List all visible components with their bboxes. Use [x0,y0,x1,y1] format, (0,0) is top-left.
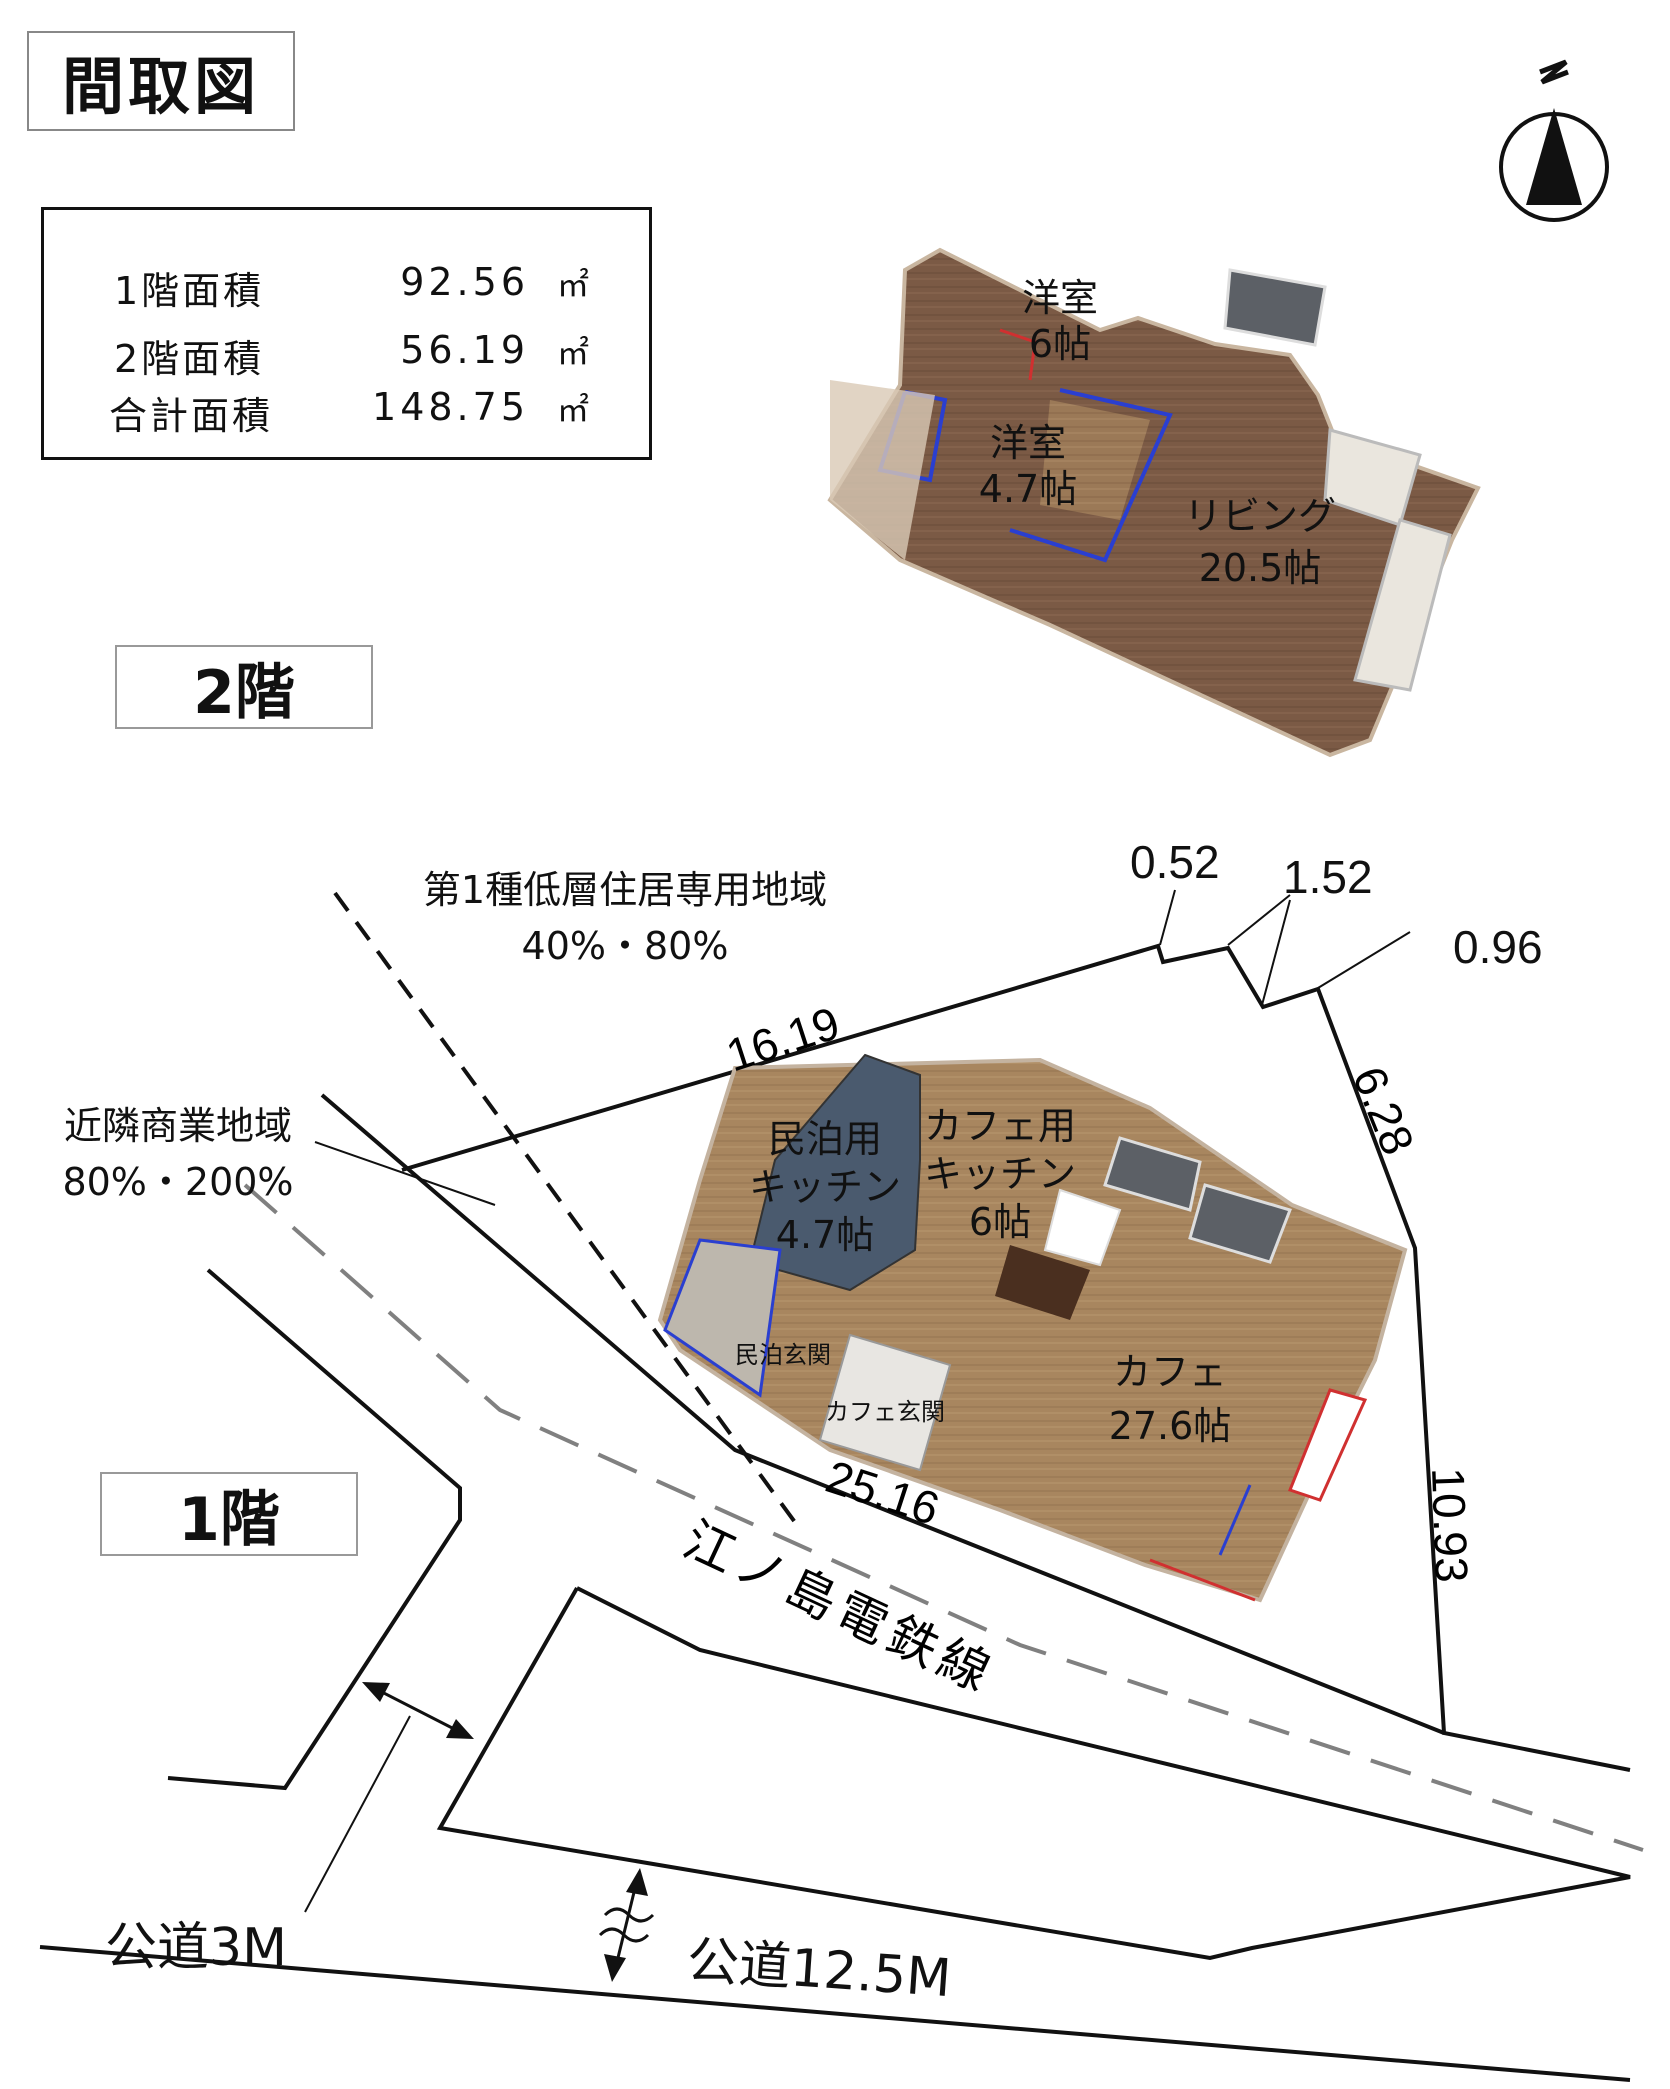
area-unit: ㎡ [556,334,589,372]
floor2-red-wall [999,328,1037,381]
room-size: 4.7帖 [775,1213,875,1257]
room-size: 27.6帖 [1108,1404,1232,1448]
area-label: 合計面積 [109,394,274,438]
dimension-10-93: 10.93 [1422,1467,1478,1584]
floor1-minpaku-room [663,1238,782,1398]
area-value: 148.75 [372,385,529,429]
room-name: 民泊用 [767,1117,882,1161]
site-boundary-south [320,1093,1445,1735]
room-name: キッチン [923,1152,1076,1196]
zoning-name: 第1種低層住居専用地域 [422,868,828,912]
floor2-corridor [1040,400,1150,520]
area-unit: ㎡ [556,391,589,429]
zoning-ratio: 40%・80% [521,924,729,968]
floor1-minpaku-kitchen [748,1053,921,1292]
floor1-cafe-entrance [818,1333,952,1472]
area-label: 2階面積 [114,337,265,381]
room-name: カフェ用 [923,1104,1076,1148]
dimension-1-52: 1.52 [1283,851,1373,903]
floor2-balcony-2 [1353,518,1452,692]
room-size: 6帖 [1028,322,1092,366]
road-12-5m-width-arrow [598,1868,655,1982]
area-row-total: 合計面積 148.75 ㎡ [44,385,649,438]
zoning-residential: 第1種低層住居専用地域 40%・80% [385,862,865,974]
area-value: 56.19 [400,328,529,372]
road-3m-width-arrow [362,1682,474,1739]
floor2-bathroom [1223,268,1327,347]
floor2-side-deck [830,380,935,560]
floor1-stair [995,1245,1090,1320]
room-name: キッチン [748,1165,901,1209]
zoning-boundary-line [333,891,799,1527]
page-title: 間取図 [27,31,295,131]
road-edge-triangle [436,1586,1631,1961]
room-western-6: 洋室 6帖 [1005,275,1115,367]
room-western-4-7: 洋室 4.7帖 [968,420,1088,512]
floor1-label: 1階 [100,1472,358,1556]
floor2-blue-wall-2 [1009,388,1173,563]
road3m-leader [304,1715,411,1913]
room-minpaku-kitchen: 民泊用 キッチン 4.7帖 [745,1115,905,1259]
area-value: 92.56 [400,260,529,304]
dimension-6-28: 6.28 [1343,1059,1425,1161]
zoning-ratio: 80%・200% [62,1160,294,1204]
room-size: 6帖 [968,1200,1032,1244]
floor2-plan [827,247,1481,758]
floor1-red-edge [1149,1558,1256,1602]
room-minpaku-entrance: 民泊玄関 [735,1341,831,1369]
room-cafe-kitchen: カフェ用 キッチン 6帖 [915,1102,1085,1246]
road-edge-upper-left [167,1268,462,1791]
area-row-floor2: 2階面積 56.19 ㎡ [44,328,649,381]
dimension-0-52: 0.52 [1130,836,1220,888]
area-label: 1階面積 [114,269,265,313]
floor1-wet-area-1 [1103,1136,1202,1212]
floor1-wet-area-2 [1188,1183,1292,1264]
floor1-skylight [1043,1188,1122,1267]
commercial-leader [314,1141,496,1206]
zoning-name: 近隣商業地域 [63,1104,292,1148]
room-living: リビング 20.5帖 [1170,490,1350,594]
floor2-label: 2階 [115,645,373,729]
floor2-footprint [827,247,1481,758]
floor1-counter [1288,1388,1368,1502]
room-size: 4.7帖 [978,467,1078,511]
room-name: カフェ [1112,1350,1227,1394]
room-name: 洋室 [989,421,1066,465]
dimension-leaders [304,889,1411,1913]
area-summary-table: 1階面積 92.56 ㎡ 2階面積 56.19 ㎡ 合計面積 148.75 ㎡ [41,207,652,460]
zoning-commercial: 近隣商業地域 80%・200% [38,1098,318,1210]
floor1-blue-edge [1218,1484,1252,1556]
room-name: 洋室 [1021,276,1098,320]
road-edge-lower [39,1945,1631,2082]
room-name: リビング [1183,494,1336,538]
room-cafe: カフェ 27.6帖 [1095,1345,1245,1453]
railway-centerline [243,1183,1644,1852]
floor1-plan [657,1053,1408,1603]
road-3m-label: 公道3M [105,1918,287,1978]
dimension-0-96: 0.96 [1453,921,1543,973]
area-unit: ㎡ [556,266,589,304]
site-boundary [401,943,1631,1772]
area-row-floor1: 1階面積 92.56 ㎡ [44,260,649,313]
room-cafe-entrance: カフェ玄関 [825,1398,945,1426]
room-size: 20.5帖 [1198,546,1322,590]
north-compass-icon [1499,59,1609,222]
